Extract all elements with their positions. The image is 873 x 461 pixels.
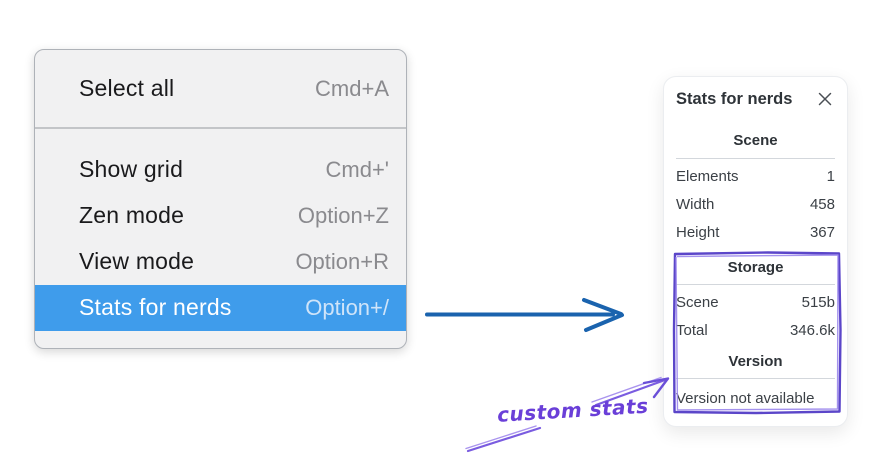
- menu-item-select-all[interactable]: Select all Cmd+A: [35, 50, 406, 127]
- stat-value: 1: [826, 167, 835, 185]
- stat-label: Total: [676, 321, 708, 339]
- menu-item-label: View mode: [79, 248, 195, 274]
- menu-section-top: Select all Cmd+A: [35, 50, 406, 127]
- stat-value: 367: [809, 223, 835, 241]
- blue-arrow-icon: [425, 298, 624, 332]
- stats-panel: Stats for nerds Scene Elements 1 Width 4…: [663, 76, 848, 427]
- stat-value: 458: [809, 195, 835, 213]
- stat-label: Height: [676, 223, 720, 241]
- stat-row-height: Height 367: [676, 218, 835, 246]
- menu-item-shortcut: Option+Z: [297, 202, 389, 228]
- menu-item-show-grid[interactable]: Show grid Cmd+': [35, 147, 406, 193]
- menu-item-zen-mode[interactable]: Zen mode Option+Z: [35, 193, 406, 239]
- close-button[interactable]: [815, 89, 835, 109]
- menu-item-shortcut: Cmd+A: [315, 75, 389, 101]
- section-divider: [676, 284, 835, 285]
- stats-panel-header: Stats for nerds: [676, 87, 835, 111]
- section-header-scene: Scene: [733, 132, 778, 149]
- stat-row-total-size: Total 346.6k: [676, 316, 835, 344]
- stat-row-scene-size: Scene 515b: [676, 288, 835, 316]
- menu-item-label: Select all: [79, 75, 175, 101]
- section-divider: [676, 158, 835, 159]
- stat-row-width: Width 458: [676, 190, 835, 218]
- menu-item-shortcut: Option+/: [305, 294, 389, 320]
- menu-item-shortcut: Option+R: [295, 248, 389, 274]
- section-header-storage: Storage: [727, 259, 784, 276]
- menu-item-shortcut: Cmd+': [325, 156, 390, 182]
- stat-value: 515b: [801, 293, 835, 311]
- section-header-version: Version: [728, 353, 783, 370]
- context-menu: Select all Cmd+A Show grid Cmd+' Zen mod…: [34, 49, 407, 349]
- section-divider: [676, 378, 835, 379]
- stat-label: Scene: [676, 293, 719, 311]
- stat-label: Elements: [676, 167, 739, 185]
- stat-row-elements: Elements 1: [676, 162, 835, 190]
- menu-item-label: Zen mode: [79, 202, 185, 228]
- menu-item-view-mode[interactable]: View mode Option+R: [35, 239, 406, 285]
- menu-section-bottom: Show grid Cmd+' Zen mode Option+Z View m…: [35, 129, 406, 331]
- stats-panel-title: Stats for nerds: [676, 89, 793, 108]
- menu-item-stats-for-nerds[interactable]: Stats for nerds Option+/: [35, 284, 406, 331]
- custom-stats-note: custom stats: [496, 393, 650, 427]
- stat-value: 346.6k: [789, 321, 835, 339]
- version-note: Version not available: [676, 389, 815, 407]
- close-icon: [818, 92, 832, 106]
- stat-label: Width: [676, 195, 715, 213]
- menu-item-label: Stats for nerds: [79, 294, 232, 320]
- menu-divider: [35, 127, 406, 129]
- menu-item-label: Show grid: [79, 156, 184, 182]
